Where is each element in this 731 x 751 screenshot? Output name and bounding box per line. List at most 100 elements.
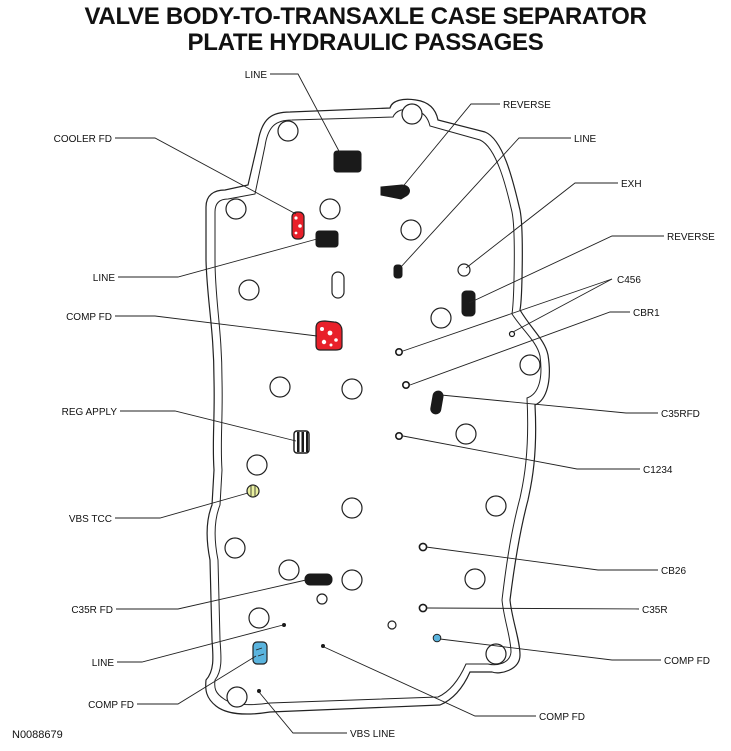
leader-comp-fd-left — [115, 315, 318, 337]
bolt-hole — [277, 120, 299, 142]
leader-comp-fd-right — [439, 638, 661, 661]
passage-c35rfd — [430, 390, 444, 415]
orifice-c456 — [394, 347, 403, 356]
leader-c1234 — [402, 435, 640, 470]
leader-c456-b — [512, 278, 613, 333]
leader-reverse-mid — [468, 235, 664, 304]
leader-reverse-top — [399, 103, 500, 191]
plate-outline-outer — [205, 98, 550, 715]
leader-line-bottom — [117, 624, 284, 663]
leader-vbs-line — [258, 691, 347, 734]
label-cbr1: CBR1 — [633, 308, 660, 319]
passage-c35r-fd — [304, 573, 333, 586]
dot-line-bottom — [282, 623, 286, 627]
leader-comp-fd-bottom — [323, 646, 536, 717]
leader-c35rfd — [440, 394, 658, 414]
bolt-hole — [455, 423, 477, 445]
label-line-top: LINE — [245, 70, 268, 81]
bolt-hole — [400, 219, 422, 241]
dot-vbs-line — [257, 689, 261, 693]
bolt-hole — [485, 495, 507, 517]
bolt-hole — [485, 643, 507, 665]
leader-line-left — [118, 238, 318, 278]
orifices — [394, 330, 516, 613]
orifice-c1234 — [401, 380, 410, 389]
bolt-hole — [341, 378, 363, 400]
passage-comp-fd-blue-left — [252, 641, 268, 665]
orifice-c1234-lower — [394, 431, 403, 440]
bolt-hole — [319, 198, 341, 220]
bolt-hole — [224, 537, 246, 559]
label-vbs-line: VBS LINE — [350, 729, 395, 740]
leader-c35r-fd — [116, 579, 307, 610]
label-line-right: LINE — [574, 134, 597, 145]
label-comp-fd-left: COMP FD — [66, 312, 112, 323]
bolt-hole — [225, 198, 247, 220]
label-vbs-tcc: VBS TCC — [69, 514, 112, 525]
label-line-bottom: LINE — [92, 658, 115, 669]
bolt-hole — [430, 307, 452, 329]
bolt-hole — [401, 103, 423, 125]
bolt-hole — [238, 279, 260, 301]
passage-line-top — [333, 150, 362, 173]
label-comp-fd-bottom: COMP FD — [539, 712, 585, 723]
bolt-hole — [341, 569, 363, 591]
label-line-left: LINE — [93, 273, 116, 284]
small-hole — [387, 620, 397, 630]
leader-cb26 — [425, 546, 658, 571]
bolt-hole — [464, 568, 486, 590]
orifice-c35r — [418, 603, 428, 613]
plate-slot — [331, 271, 345, 299]
leader-cooler-fd — [115, 137, 297, 215]
orifice-cbr1 — [508, 330, 516, 338]
bolt-hole — [246, 454, 268, 476]
label-reverse-mid: REVERSE — [667, 232, 715, 243]
passage-cooler-fd — [291, 211, 305, 240]
leader-line-top — [270, 73, 341, 154]
label-c1234: C1234 — [643, 465, 673, 476]
label-comp-fd-right: COMP FD — [664, 656, 710, 667]
passage-reverse-top — [380, 184, 410, 200]
label-reg-apply: REG APPLY — [62, 407, 118, 418]
label-c35r: C35R — [642, 605, 668, 616]
passage-reg-apply — [293, 430, 310, 454]
leader-c456-a — [402, 278, 613, 352]
leader-lines — [115, 73, 664, 734]
bolt-hole — [341, 497, 363, 519]
bolt-hole — [226, 686, 248, 708]
leader-reg-apply — [120, 410, 297, 442]
bolt-hole — [269, 376, 291, 398]
label-c35rfd: C35RFD — [661, 409, 700, 420]
diagram-title: VALVE BODY-TO-TRANSAXLE CASE SEPARATOR P… — [0, 4, 731, 56]
label-cooler-fd: COOLER FD — [54, 134, 112, 145]
bolt-hole — [519, 354, 541, 376]
figure-id: N0088679 — [12, 729, 63, 741]
leader-line-right — [399, 137, 571, 269]
small-hole — [316, 593, 328, 605]
passage-reverse-mid — [461, 290, 476, 317]
leader-exh — [465, 182, 618, 269]
title-line-2: PLATE HYDRAULIC PASSAGES — [187, 29, 544, 56]
bolt-holes — [224, 103, 541, 708]
label-c456: C456 — [617, 275, 641, 286]
leader-c35r — [426, 607, 640, 610]
title-line-1: VALVE BODY-TO-TRANSAXLE CASE SEPARATOR — [84, 3, 647, 30]
passage-comp-fd-blue-right — [432, 633, 442, 643]
label-comp-fd-bottom-left: COMP FD — [88, 700, 134, 711]
bolt-hole — [248, 607, 270, 629]
label-reverse-top: REVERSE — [503, 100, 551, 111]
passages-black — [304, 150, 476, 586]
leader-vbs-tcc — [115, 492, 249, 519]
orifice-cb26 — [418, 542, 428, 552]
leader-cbr1 — [409, 311, 630, 386]
passage-line-left — [315, 230, 339, 248]
leader-comp-fd-bottom-left — [137, 655, 257, 705]
bolt-hole — [278, 559, 300, 581]
label-c35r-fd: C35R FD — [71, 605, 113, 616]
passage-vbs-tcc — [246, 484, 260, 498]
label-exh: EXH — [621, 179, 642, 190]
passage-line-right — [393, 264, 403, 279]
label-cb26: CB26 — [661, 566, 686, 577]
passage-comp-fd-left — [315, 320, 343, 351]
